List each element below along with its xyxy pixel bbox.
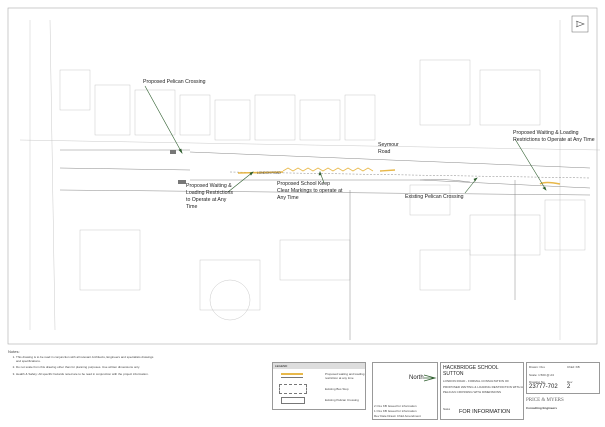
label-existing-pelican-crossing: Existing Pelican Crossing [405, 194, 464, 200]
drawn-by: Drawn: OLs [529, 365, 545, 369]
revision-row: 2 OLs KB Issued for information [374, 404, 417, 408]
legend-label: Proposed waiting and loading restriction… [325, 372, 365, 380]
note-item: Health & Safety: All specific hazards no… [16, 372, 158, 377]
north-label: North [409, 375, 424, 381]
legend-swatch-restriction [281, 373, 303, 375]
legend-label: Existing Bus Stop [325, 387, 349, 391]
company-subtitle: Consulting Engineers [526, 406, 558, 410]
note-item: Do not scale from this drawing other tha… [16, 366, 158, 370]
label-proposed-pelican-crossing: Proposed Pelican Crossing [143, 79, 206, 85]
label-seymour-road: Seymour Road [378, 142, 399, 155]
buildings [19, 19, 601, 340]
annotation-arrows [144, 85, 547, 194]
drawing-number: 23777-702 [529, 384, 558, 390]
restriction-lines [237, 167, 561, 185]
north-arrow-icon [571, 15, 589, 33]
legend-title: LEGEND [273, 363, 365, 369]
north-arrow-icon [423, 374, 437, 382]
legend-swatch-line [281, 377, 303, 378]
legend-label: Existing Pelican Crossing [325, 398, 359, 402]
notes-title: Notes: [8, 349, 20, 354]
road-edges [59, 149, 591, 340]
status-label: Status [443, 408, 451, 411]
company-logo: PRICE & MYERS [526, 398, 564, 403]
legend-swatch-bus-stop [279, 384, 307, 394]
drawing-description: LONDON ROAD - FORMAL CONSULTATION OF PRO… [443, 379, 523, 394]
note-item: This drawing is to be read in conjunctio… [16, 355, 158, 364]
scale: Scale: 1:500 @ A3 [529, 373, 554, 377]
rev-label: Rev [567, 380, 573, 384]
legend-swatch-pelican [281, 397, 305, 404]
label-london-road: LONDON ROAD [257, 171, 281, 175]
legend: LEGEND Proposed waiting and loading rest… [272, 362, 366, 410]
drawing-no-label: Drawing No [529, 380, 545, 384]
label-restrictions-left: Proposed Waiting & Loading Restrictions … [186, 183, 234, 210]
title-box: HACKBRIDGE SCHOOL SUTTON LONDON ROAD - F… [440, 362, 524, 420]
project-title: HACKBRIDGE SCHOOL SUTTON [443, 365, 499, 377]
checked-by: Chkd: KB [567, 365, 580, 369]
label-restrictions-right: Proposed Waiting & Loading Restrictions … [513, 130, 595, 143]
revision-headers: Rev Date Drawn Chkd Amendment [374, 414, 421, 418]
drawing-info-box: Drawn: OLs Chkd: KB Scale: 1:500 @ A3 Dr… [526, 362, 600, 394]
status: FOR INFORMATION [459, 409, 511, 415]
label-school-keep-clear: Proposed School Keep Clear Markings to o… [277, 181, 343, 201]
notes-section: Notes: This drawing is to be read in con… [8, 350, 158, 380]
revision-row: 1 OLs KB Issued for information [374, 409, 417, 413]
revision-block: North 2 OLs KB Issued for information 1 … [372, 362, 438, 420]
pelican-crossing [170, 150, 186, 184]
drawing-frame [7, 7, 598, 345]
revision-number: 2 [567, 384, 571, 390]
